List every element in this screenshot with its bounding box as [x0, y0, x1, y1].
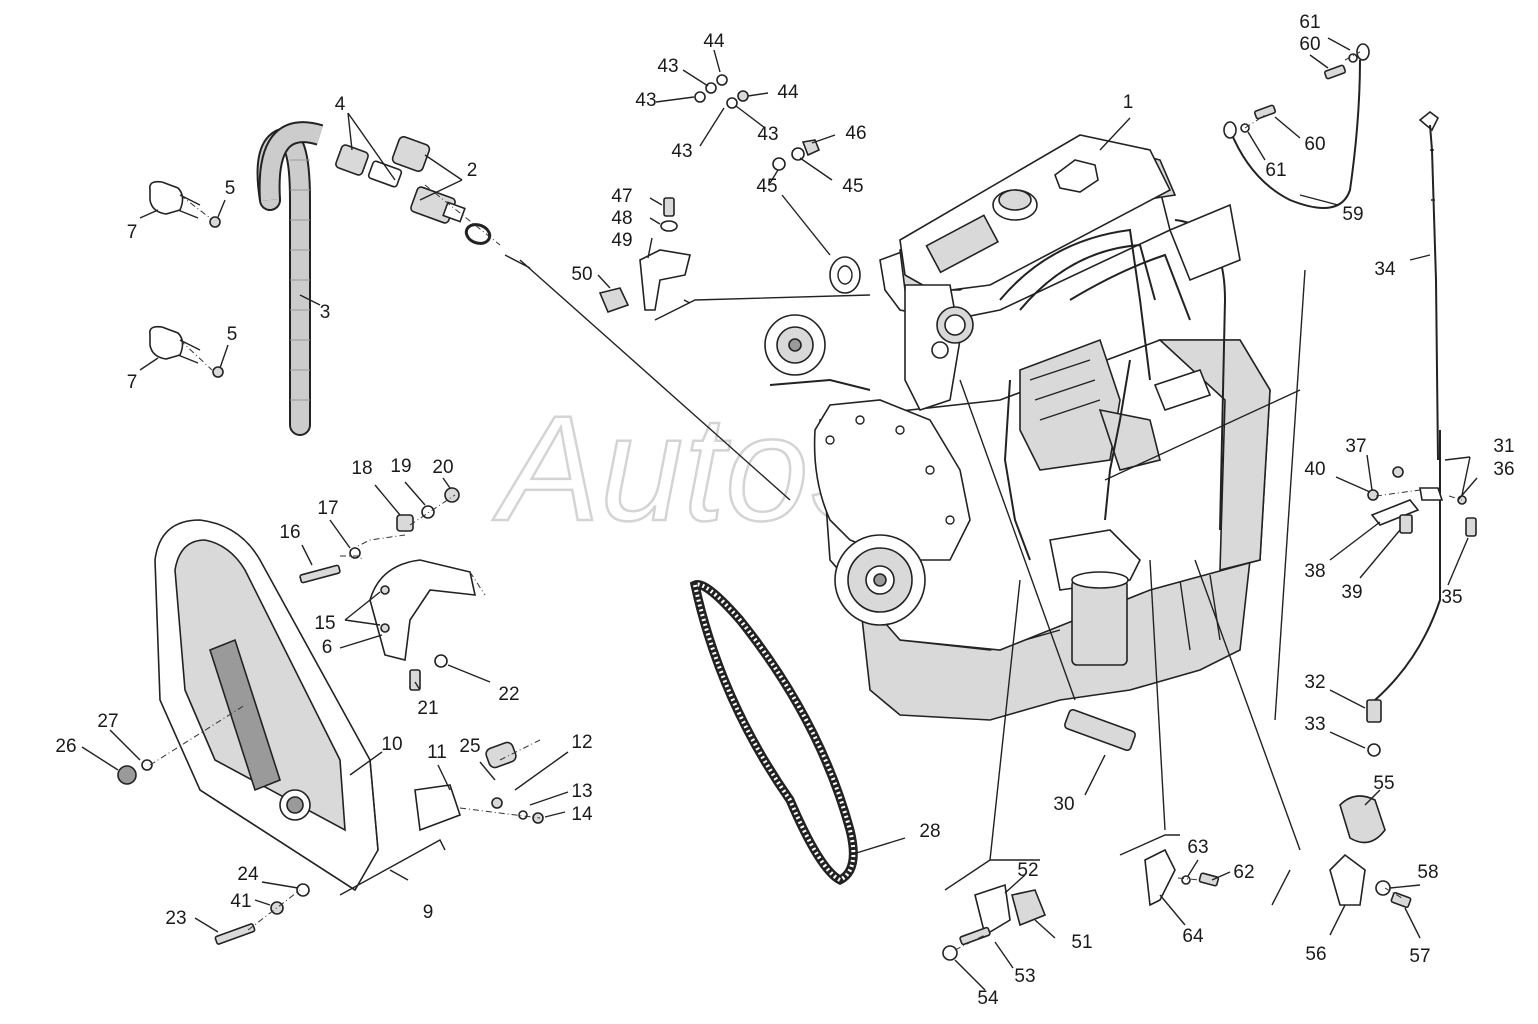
callout-2: 2 — [467, 160, 478, 181]
callout-27: 27 — [97, 711, 118, 732]
callout-43d: 43 — [671, 141, 692, 162]
callout-21: 21 — [417, 698, 438, 719]
callout-30: 30 — [1053, 794, 1074, 815]
clamp-icon — [148, 180, 224, 378]
callout-55: 55 — [1373, 773, 1394, 794]
callout-62: 62 — [1233, 862, 1254, 883]
callout-34: 34 — [1374, 259, 1396, 280]
callout-44a: 44 — [703, 31, 725, 52]
callout-labels: 1 2 3 4 5 5 6 7 7 9 10 11 12 13 14 15 16… — [55, 12, 1514, 1009]
callout-31: 31 — [1493, 436, 1514, 457]
drive-belt-icon — [689, 580, 858, 886]
callout-58: 58 — [1417, 862, 1438, 883]
callout-56: 56 — [1305, 944, 1326, 965]
callout-5a: 5 — [225, 178, 236, 199]
callout-59: 59 — [1342, 204, 1363, 225]
callout-49: 49 — [611, 230, 632, 251]
callout-45a: 45 — [756, 176, 777, 197]
callout-14: 14 — [571, 804, 593, 825]
fitting-icon — [410, 186, 492, 245]
washer-icon — [694, 74, 821, 171]
callout-53: 53 — [1014, 966, 1035, 987]
callout-63: 63 — [1187, 837, 1208, 858]
callout-6: 6 — [322, 637, 333, 658]
callout-54: 54 — [977, 988, 999, 1009]
bracket-icon — [369, 559, 477, 661]
callout-3: 3 — [320, 302, 331, 323]
mount-icon — [942, 708, 1412, 961]
callout-19: 19 — [390, 456, 411, 477]
callout-64: 64 — [1182, 926, 1204, 947]
callout-41: 41 — [230, 891, 251, 912]
callout-52: 52 — [1017, 860, 1038, 881]
callout-46: 46 — [845, 123, 866, 144]
callout-60a: 60 — [1299, 34, 1320, 55]
callout-4: 4 — [335, 94, 346, 115]
callout-25: 25 — [459, 736, 480, 757]
callout-43a: 43 — [657, 56, 678, 77]
callout-20: 20 — [432, 457, 453, 478]
fastener-icon — [117, 487, 544, 945]
callout-10: 10 — [381, 734, 402, 755]
callout-26: 26 — [55, 736, 76, 757]
callout-1: 1 — [1123, 92, 1134, 113]
dipstick-icon — [1366, 110, 1477, 757]
callout-39: 39 — [1341, 582, 1362, 603]
callout-28: 28 — [919, 821, 940, 842]
callout-23: 23 — [165, 908, 186, 929]
sensor-bracket-icon — [598, 197, 691, 314]
callout-24: 24 — [237, 864, 259, 885]
callout-16: 16 — [279, 522, 300, 543]
callout-33: 33 — [1304, 714, 1325, 735]
callout-7a: 7 — [127, 222, 138, 243]
callout-61b: 61 — [1265, 160, 1286, 181]
callout-43b: 43 — [635, 90, 656, 111]
callout-35: 35 — [1441, 587, 1462, 608]
callout-36: 36 — [1493, 459, 1514, 480]
belt-guard-icon — [154, 519, 379, 892]
callout-43c: 43 — [757, 124, 778, 145]
callout-40: 40 — [1304, 459, 1325, 480]
callout-37: 37 — [1345, 436, 1366, 457]
callout-57: 57 — [1409, 946, 1430, 967]
callout-18: 18 — [351, 458, 372, 479]
callout-61a: 61 — [1299, 12, 1320, 33]
callout-45b: 45 — [842, 176, 863, 197]
callout-44b: 44 — [777, 82, 799, 103]
engine-icon — [764, 134, 1271, 721]
callout-47: 47 — [611, 186, 632, 207]
callout-5b: 5 — [227, 324, 238, 345]
callout-13: 13 — [571, 781, 592, 802]
callout-7b: 7 — [127, 372, 138, 393]
callout-17: 17 — [317, 498, 338, 519]
callout-12: 12 — [571, 732, 592, 753]
cable-icon — [1223, 43, 1370, 209]
callout-9: 9 — [423, 902, 434, 923]
callout-22: 22 — [498, 684, 519, 705]
callout-32: 32 — [1304, 672, 1325, 693]
callout-15: 15 — [314, 613, 335, 634]
callout-38: 38 — [1304, 561, 1325, 582]
callout-60b: 60 — [1304, 134, 1325, 155]
hose-icon — [256, 121, 324, 436]
callout-51: 51 — [1071, 932, 1092, 953]
callout-48: 48 — [611, 208, 632, 229]
callout-11: 11 — [427, 742, 447, 763]
hose-connector-icon — [335, 135, 431, 188]
leader-lines — [81, 37, 1478, 991]
callout-50: 50 — [571, 264, 592, 285]
